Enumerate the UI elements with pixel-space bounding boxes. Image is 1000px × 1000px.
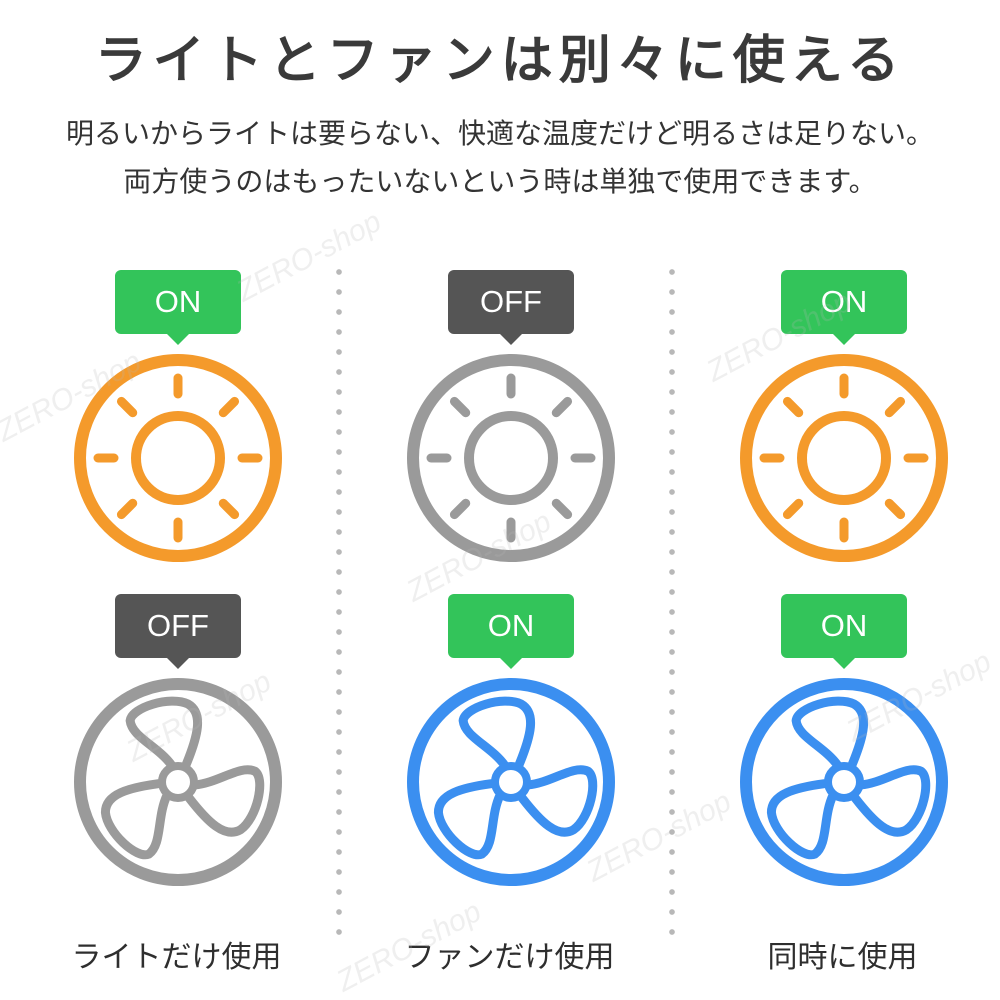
dotted-divider	[668, 262, 676, 942]
light-status-badge: ON	[115, 270, 241, 345]
panel-fan-only: OFF ON ファンだけ使用	[343, 262, 676, 1000]
panel-light-only: ON OFF ライトだけ使用	[10, 262, 343, 1000]
fan-icon	[740, 678, 948, 886]
dotted-divider	[335, 262, 343, 942]
fan-status-badge: ON	[781, 594, 907, 669]
caption-light-only: ライトだけ使用	[71, 940, 282, 975]
sun-icon	[740, 354, 948, 562]
sun-icon	[74, 354, 282, 562]
light-status-badge: ON	[781, 270, 907, 345]
fan-icon	[407, 678, 615, 886]
sun-icon	[407, 354, 615, 562]
fan-icon	[74, 678, 282, 886]
page-title: ライトとファンは別々に使える	[94, 31, 906, 91]
fan-status-badge: ON	[448, 594, 574, 669]
description-line-2: 両方使うのはもったいないという時は単独で使用できます。	[123, 165, 877, 198]
description-line-1: 明るいからライトは要らない、快適な温度だけど明るさは足りない。	[65, 117, 934, 150]
caption-both: 同時に使用	[767, 940, 918, 975]
panel-both: ON ON 同時に使用	[676, 262, 1000, 1000]
fan-status-badge: OFF	[115, 594, 241, 669]
caption-fan-only: ファンだけ使用	[404, 940, 615, 975]
light-status-badge: OFF	[448, 270, 574, 345]
